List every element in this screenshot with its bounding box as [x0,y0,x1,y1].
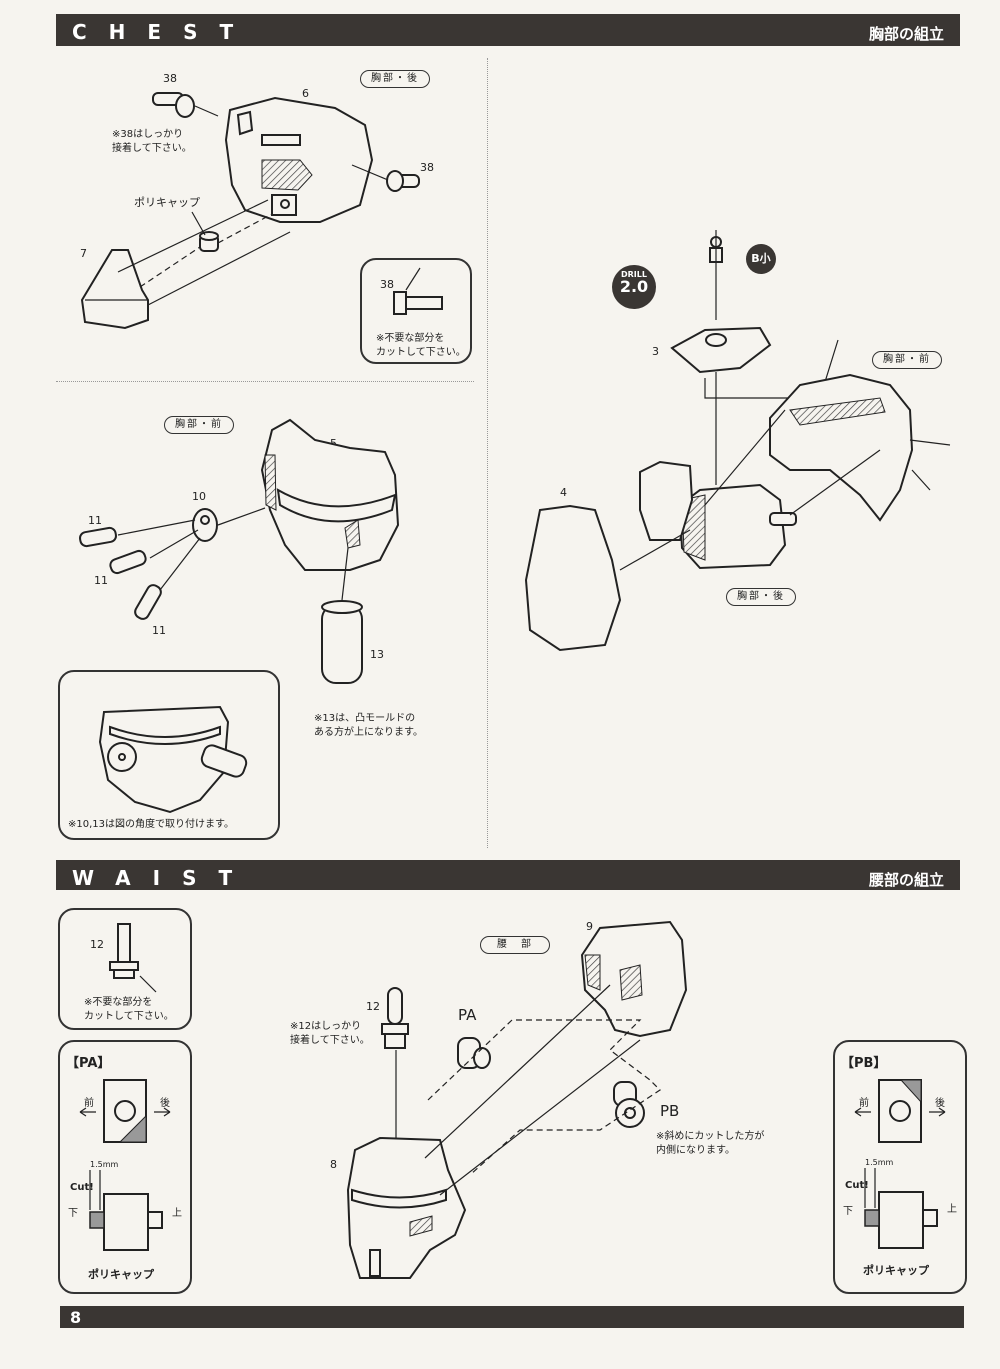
pb-back-label: 後 [935,1098,945,1109]
drill-badge: DRILL 2.0 [612,265,656,309]
pb-mm-label: 1.5mm [865,1158,894,1167]
inset-part-38-label: 38 [380,278,394,291]
chest-back-diagram [80,92,420,330]
pa-cut-label: Cut! [70,1182,94,1193]
part-7-label: 7 [80,247,87,260]
waist-title: WAIST [72,866,255,890]
inset-note-cut: ※不要な部分を カットして下さい。 [376,333,466,358]
pb-label: PB [660,1102,680,1120]
pill-chest-back-2: 胸部・後 [726,588,796,606]
drill-size: 2.0 [619,277,649,296]
pa-back-label: 後 [160,1098,170,1109]
horizontal-divider [56,381,474,382]
chest-header-bar: CHEST 胸部の組立 [56,14,960,46]
note-38-glue: ※38はしっかり 接着して下さい。 [112,129,192,154]
pb-up-label: 上 [947,1204,957,1215]
waist-title-jp: 腰部の組立 [868,871,944,889]
waist-header-bar: WAIST 腰部の組立 [56,860,960,890]
pa-detail-box: 【PA】 前 後 1.5mm Cut! 下 上 ポリキャップ [58,1040,192,1294]
note-13: ※13は、凸モールドの ある方が上になります。 [314,713,423,738]
inset-assembled-front: ※10,13は図の角度で取り付けます。 [58,670,280,840]
b-small-text: B小 [751,252,771,265]
note-12-glue: ※12はしっかり 接着して下さい。 [290,1021,370,1046]
b-small-badge: B小 [746,244,776,274]
part-6-label: 6 [302,87,309,100]
pa-up-label: 上 [172,1208,182,1219]
chest-title-jp: 胸部の組立 [868,25,944,43]
pill-waist: 腰 部 [480,936,550,954]
note-pb: ※斜めにカットした方が 内側になります。 [656,1131,765,1156]
pb-down-label: 下 [843,1206,853,1217]
inset-part-12-label: 12 [90,938,104,951]
vertical-divider [487,58,488,848]
part-38b-label: 38 [420,161,434,174]
pb-detail-box: 【PB】 前 後 1.5mm Cut! 下 上 ポリキャップ [833,1040,967,1294]
part-9-label: 9 [586,920,593,933]
inset-cut-12: 12 ※不要な部分を カットして下さい。 [58,908,192,1030]
pb-front-label: 前 [859,1098,869,1109]
inset-cut-12-note: ※不要な部分を カットして下さい。 [84,997,174,1022]
pill-chest-back: 胸部・後 [360,70,430,88]
part-8-label: 8 [330,1158,337,1171]
chest-front-diagram [79,418,400,684]
page-number: 8 [70,1308,82,1327]
footer-bar [60,1306,964,1328]
pa-polycap-label: ポリキャップ [88,1268,154,1281]
pb-polycap-label: ポリキャップ [863,1264,929,1277]
part-11b-label: 11 [94,574,108,587]
pa-down-label: 下 [68,1208,78,1219]
pa-mm-label: 1.5mm [90,1160,119,1169]
part-11a-label: 11 [88,514,102,527]
part-12-label: 12 [366,1000,380,1013]
part-13-label: 13 [370,648,384,661]
pill-chest-front-2: 胸部・前 [872,351,942,369]
inset-cut-38: 38 ※不要な部分を カットして下さい。 [360,258,472,364]
part-11c-label: 11 [152,624,166,637]
chest-combine-diagram [524,230,951,652]
pb-box-label: 【PB】 [841,1056,887,1071]
part-4-label: 4 [560,486,567,499]
pb-cut-label: Cut! [845,1180,869,1191]
pa-label: PA [458,1006,477,1024]
note-angle: ※10,13は図の角度で取り付けます。 [68,819,235,830]
pa-box-label: 【PA】 [66,1056,111,1071]
polycap-label-1: ポリキャップ [134,196,200,209]
part-10-label: 10 [192,490,206,503]
part-38-label: 38 [163,72,177,85]
part-3-label: 3 [652,345,659,358]
drill-text: DRILL [621,270,647,279]
chest-title: CHEST [72,20,256,44]
pill-chest-front: 胸部・前 [164,416,234,434]
pa-front-label: 前 [84,1098,94,1109]
